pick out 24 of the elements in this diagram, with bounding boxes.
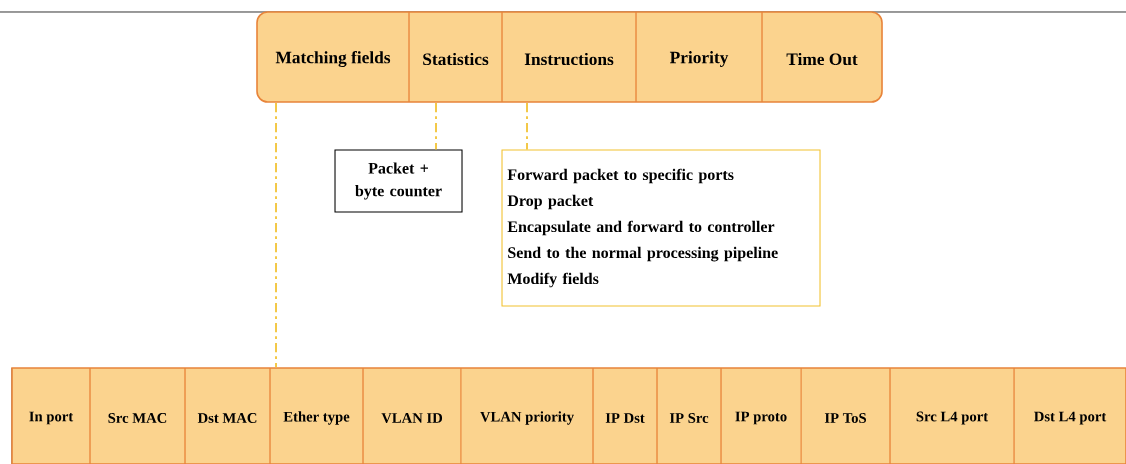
- field-bar: [256, 11, 883, 103]
- field-label: Ether type: [283, 411, 350, 425]
- connector-line: [435, 102, 437, 151]
- connector-line: [526, 102, 528, 151]
- field-label: IP Src: [669, 413, 709, 423]
- field-label: VLAN priority: [480, 411, 574, 425]
- field-label: Src MAC: [108, 413, 167, 423]
- counter-box: Packet + byte counter: [334, 149, 463, 213]
- field-label: IP proto: [735, 411, 787, 425]
- field-label: Priority: [669, 51, 729, 67]
- field-label: In port: [29, 411, 74, 425]
- field-label: Dst L4 port: [1034, 411, 1107, 425]
- instruction-list-box: Forward packet to specific ports Drop packet Encapsulate and forward to controller Send to the normal processing pipeline Modify fields: [501, 149, 821, 307]
- field-label: Dst MAC: [197, 413, 257, 423]
- field-label: VLAN ID: [381, 413, 443, 423]
- field-bar: [11, 367, 1126, 464]
- field-label: Instructions: [524, 52, 614, 66]
- field-label: Src L4 port: [916, 411, 989, 425]
- connector-line: [275, 102, 277, 369]
- field-label: Statistics: [423, 52, 489, 66]
- field-label: IP Dst: [605, 413, 645, 423]
- field-label: IP ToS: [824, 413, 867, 423]
- field-label: Time Out: [786, 52, 858, 66]
- field-label: Matching fields: [275, 51, 391, 67]
